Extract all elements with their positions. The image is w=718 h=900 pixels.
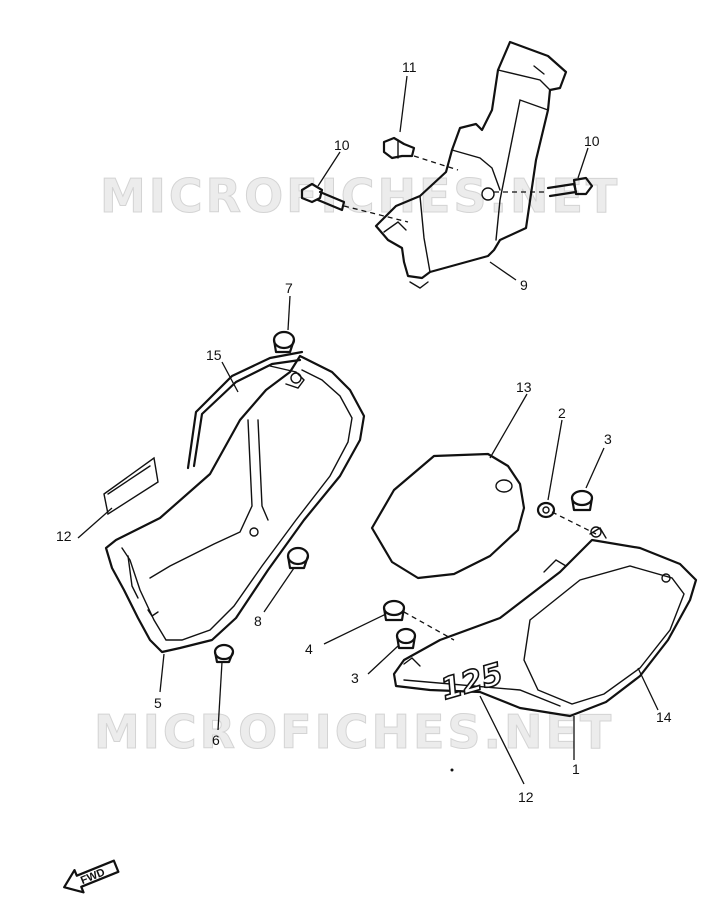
callout-5: 5 xyxy=(154,695,162,711)
part-2-grommet xyxy=(536,501,556,519)
callout-10-left: 10 xyxy=(334,137,350,153)
part-9-bracket xyxy=(374,40,568,289)
callout-3-lower: 3 xyxy=(351,670,359,686)
emblem-text: 125 xyxy=(437,657,507,708)
part-10-bolt-right xyxy=(546,176,594,198)
part-3-grommet-lower xyxy=(395,627,417,650)
part-14-right-side-cover xyxy=(392,526,698,718)
watermark-top: MICROFICHES.NET xyxy=(100,169,620,223)
part-13-pad xyxy=(370,452,526,580)
part-6-grommet xyxy=(213,643,235,664)
leader-lines xyxy=(77,75,659,785)
callout-2: 2 xyxy=(558,405,566,421)
callout-9: 9 xyxy=(520,277,528,293)
part-4-grommet xyxy=(382,599,406,622)
callout-10-right: 10 xyxy=(584,133,600,149)
part-8-grommet xyxy=(286,546,310,570)
part-15-trim xyxy=(186,350,304,470)
arrow-left-icon xyxy=(63,859,120,894)
fwd-label: FWD xyxy=(79,866,107,887)
part-3-grommet xyxy=(570,489,594,512)
callout-3-upper: 3 xyxy=(604,431,612,447)
callout-14: 14 xyxy=(656,709,672,725)
part-11-bolt xyxy=(382,136,416,160)
part-12-decal xyxy=(103,456,159,516)
callout-12-left: 12 xyxy=(56,528,72,544)
watermark-bottom: MICROFICHES.NET xyxy=(94,705,614,759)
callout-6: 6 xyxy=(212,732,220,748)
part-10-bolt-left xyxy=(300,182,346,212)
callout-4: 4 xyxy=(305,641,313,657)
part-7-grommet xyxy=(272,330,296,354)
callout-8: 8 xyxy=(254,613,262,629)
callout-7: 7 xyxy=(285,280,293,296)
callout-11: 11 xyxy=(402,59,417,75)
callout-15: 15 xyxy=(206,347,222,363)
part-5-left-side-cover xyxy=(104,354,366,654)
fwd-direction-arrow: FWD xyxy=(63,859,120,894)
callout-12-right: 12 xyxy=(518,789,534,805)
callout-1: 1 xyxy=(572,761,580,777)
callout-13: 13 xyxy=(516,379,532,395)
callout-numbers: 11 10 10 9 7 15 13 2 3 12 8 4 3 5 6 14 1… xyxy=(56,59,672,805)
